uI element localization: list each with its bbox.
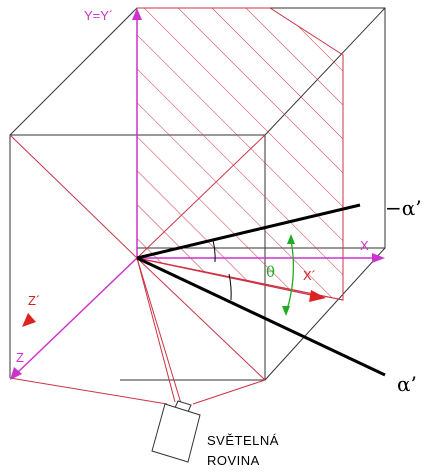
y-axis-label: Y=Y´	[84, 8, 113, 23]
minus-alpha-label: −α’	[385, 196, 422, 220]
z-prime-label: Z´	[28, 293, 40, 308]
theta-label: θ	[266, 263, 275, 281]
y-axis	[132, 8, 142, 258]
theta-arc	[282, 234, 295, 316]
camera-label-line1: SVĚTELNÁ	[207, 433, 279, 448]
alpha-ray	[136, 256, 386, 377]
x-axis	[137, 253, 385, 263]
camera-icon	[151, 400, 201, 463]
minus-alpha-ray	[136, 203, 361, 260]
x-axis-label: X	[360, 238, 369, 253]
alpha-label: α’	[397, 372, 417, 396]
x-prime-axis	[136, 257, 326, 302]
camera-label-line2: ROVINA	[207, 453, 260, 468]
angle-arcs	[212, 239, 232, 301]
z-axis	[10, 257, 138, 380]
z-axis-label: Z	[16, 350, 24, 365]
light-plane	[136, 7, 344, 301]
x-prime-label: X´	[303, 268, 316, 283]
z-prime-arrow	[22, 313, 36, 327]
